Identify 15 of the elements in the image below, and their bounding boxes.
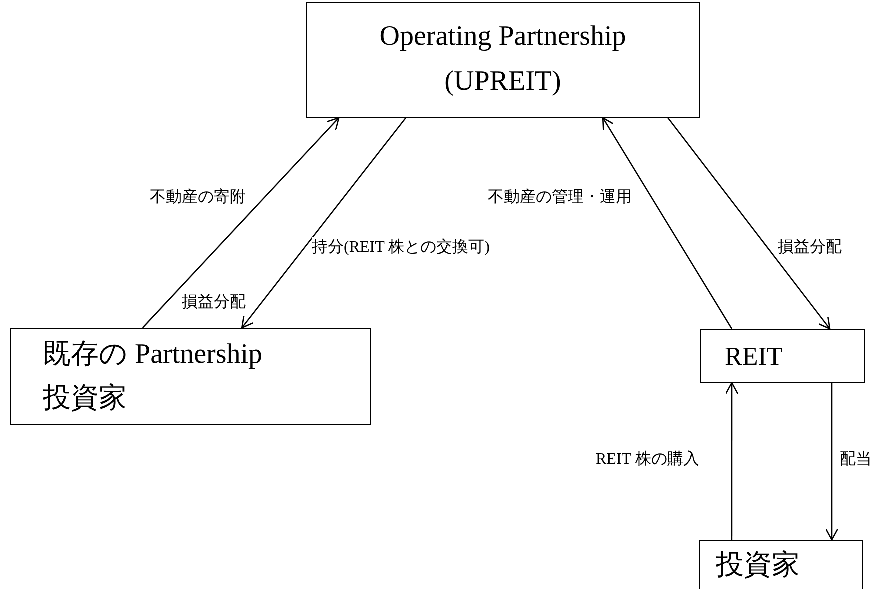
arrow [142, 117, 340, 328]
entity-box [700, 329, 865, 383]
box-label: REIT [725, 340, 783, 372]
arrow [825, 383, 839, 541]
arrow [602, 117, 733, 330]
box-label: 投資家 [716, 549, 800, 583]
entity-box [306, 2, 700, 118]
box-label: 投資家 [43, 382, 127, 416]
entity-box [10, 328, 371, 425]
arrow [725, 382, 739, 540]
box-label: Operating Partnership (UPREIT) [378, 20, 628, 99]
entity-box [699, 540, 863, 589]
arrow [241, 118, 407, 329]
box-label: 既存の Partnership [43, 338, 263, 372]
arrow [668, 118, 831, 330]
